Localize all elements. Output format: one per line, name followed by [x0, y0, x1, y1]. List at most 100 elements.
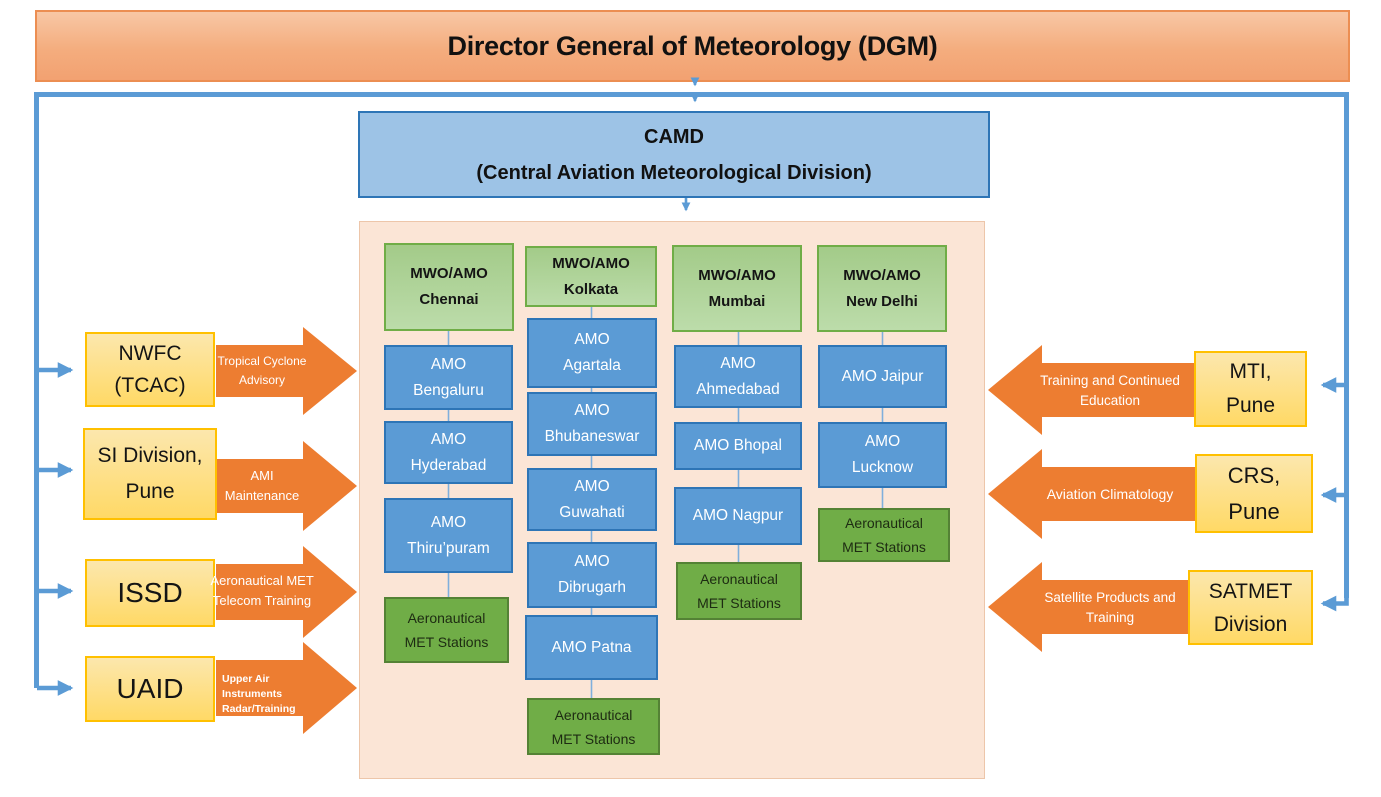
arrow-label-line: Training and Continued	[1040, 373, 1180, 388]
ybox-label: (TCAC)	[114, 373, 186, 397]
dgm-title: Director General of Meteorology (DGM)	[447, 30, 938, 61]
label-satellite-products-training: Satellite Products and Training	[1032, 588, 1188, 628]
ybox-label: SATMET	[1208, 579, 1293, 603]
node-amo-hyderabad: AMO Hyderabad	[384, 421, 513, 484]
amo-label: AMO	[430, 513, 467, 531]
amo-label: AMO	[430, 355, 467, 373]
amo-label: AMO Nagpur	[692, 507, 784, 524]
column-header-chennai: MWO/AMO Chennai	[384, 243, 514, 331]
amo-label: Ahmedabad	[696, 380, 780, 398]
right-branch-arrows	[1320, 377, 1349, 612]
amo-label: AMO	[574, 553, 610, 570]
node-station-new-delhi: Aeronautical MET Stations	[818, 508, 950, 562]
arrow-label-line: Maintenance	[224, 488, 300, 503]
arrow-aeronautical-met-telecom-training	[216, 546, 357, 638]
node-amo-agartala: AMO Agartala	[527, 318, 657, 388]
station-label: MET Stations	[842, 539, 926, 555]
amo-label: AMO	[430, 430, 467, 448]
arrow-label-line: Training	[1085, 610, 1135, 625]
arrow-label-line: Education	[1079, 393, 1141, 408]
amo-label: Dibrugarh	[557, 579, 627, 596]
amo-label: AMO	[574, 402, 610, 419]
amo-label: Bengaluru	[413, 381, 484, 399]
node-station-mumbai: Aeronautical MET Stations	[676, 562, 802, 620]
node-amo-nagpur: AMO Nagpur	[674, 487, 802, 545]
box-issd: ISSD	[85, 559, 215, 627]
label-upper-air-instruments: Upper Air Instruments Radar/Training	[218, 672, 320, 717]
amo-label: AMO Patna	[551, 638, 632, 656]
amo-label: Bhubaneswar	[544, 428, 640, 445]
arrow-label-line: Aeronautical MET	[210, 573, 314, 588]
node-amo-guwahati: AMO Guwahati	[527, 468, 657, 531]
arrow-label-line: Telecom Training	[212, 593, 312, 608]
amo-label: AMO	[574, 477, 610, 495]
node-amo-patna: AMO Patna	[525, 615, 658, 680]
station-label: Aeronautical	[700, 571, 778, 587]
amo-label: Guwahati	[559, 503, 625, 521]
arrow-tropical-cyclone-advisory	[216, 327, 357, 415]
arrow-training-continued-education	[988, 345, 1196, 435]
station-label: MET Stations	[404, 634, 489, 650]
ybox-label: Pune	[125, 480, 175, 503]
amo-label: AMO	[574, 331, 610, 348]
arrow-label-line: Radar/Training	[222, 703, 296, 715]
orange-arrows-left	[216, 327, 357, 734]
arrow-satellite-products-training	[988, 562, 1196, 652]
arrow-label-line: Upper Air Instruments	[222, 673, 283, 700]
ybox-label: SI Division,	[97, 444, 203, 467]
label-tropical-cyclone-advisory: Tropical Cyclone Advisory	[212, 352, 312, 390]
node-amo-ahmedabad: AMO Ahmedabad	[674, 345, 802, 408]
orange-arrows-right	[988, 345, 1196, 652]
node-amo-bengaluru: AMO Bengaluru	[384, 345, 513, 410]
box-uaid: UAID	[85, 656, 215, 722]
label-aeronautical-met-telecom-training: Aeronautical MET Telecom Training	[206, 571, 318, 611]
box-nwfc-tcac: NWFC (TCAC)	[85, 332, 215, 407]
dgm-banner: Director General of Meteorology (DGM)	[35, 10, 1350, 82]
ybox-label: Division	[1213, 612, 1288, 636]
box-crs-pune: CRS, Pune	[1195, 454, 1313, 533]
header-label: MWO/AMO	[410, 265, 488, 282]
arrow-label-line: Aviation Climatology	[1046, 486, 1174, 502]
box-satmet-division: SATMET Division	[1188, 570, 1313, 645]
arrow-label-line: AMI	[250, 468, 274, 483]
camd-box: CAMD (Central Aviation Meteorological Di…	[358, 111, 990, 198]
station-label: Aeronautical	[845, 515, 923, 531]
arrow-to-satmet	[1320, 594, 1349, 612]
ybox-label: Pune	[1228, 498, 1280, 524]
ybox-label: Pune	[1225, 394, 1276, 417]
amo-label: Agartala	[563, 357, 621, 374]
arrow-aviation-climatology	[988, 449, 1196, 539]
ybox-label: UAID	[116, 673, 184, 704]
node-amo-lucknow: AMO Lucknow	[818, 422, 947, 488]
column-header-kolkata: MWO/AMO Kolkata	[525, 246, 657, 307]
header-label: MWO/AMO	[843, 266, 921, 284]
node-station-chennai: Aeronautical MET Stations	[384, 597, 509, 663]
header-label: Kolkata	[563, 280, 619, 298]
amo-label: Thiru’puram	[407, 539, 490, 557]
header-label: Chennai	[419, 291, 479, 308]
header-label: Mumbai	[708, 292, 766, 310]
label-ami-maintenance: AMI Maintenance	[212, 466, 312, 506]
node-amo-bhopal: AMO Bhopal	[674, 422, 802, 470]
station-label: Aeronautical	[554, 706, 633, 723]
ybox-label: NWFC	[118, 341, 182, 365]
header-label: MWO/AMO	[552, 254, 630, 272]
arrow-label-line: Advisory	[238, 373, 285, 387]
arrow-ami-maintenance	[216, 441, 357, 531]
arrow-upper-air-instruments	[216, 642, 357, 734]
box-si-division-pune: SI Division, Pune	[83, 428, 217, 520]
ybox-label: MTI,	[1229, 360, 1272, 383]
column-header-new-delhi: MWO/AMO New Delhi	[817, 245, 947, 332]
station-label: MET Stations	[697, 595, 781, 611]
amo-label: AMO Jaipur	[841, 367, 924, 385]
amo-label: AMO	[720, 354, 756, 372]
camd-line1: CAMD	[644, 125, 704, 148]
label-training-continued-education: Training and Continued Education	[1032, 371, 1188, 411]
amo-label: Hyderabad	[410, 456, 487, 474]
camd-line2: (Central Aviation Meteorological Divisio…	[476, 161, 872, 184]
node-amo-thirupuram: AMO Thiru’puram	[384, 498, 513, 573]
box-mti-pune: MTI, Pune	[1194, 351, 1307, 427]
node-amo-dibrugarh: AMO Dibrugarh	[527, 542, 657, 608]
station-label: Aeronautical	[407, 610, 486, 626]
